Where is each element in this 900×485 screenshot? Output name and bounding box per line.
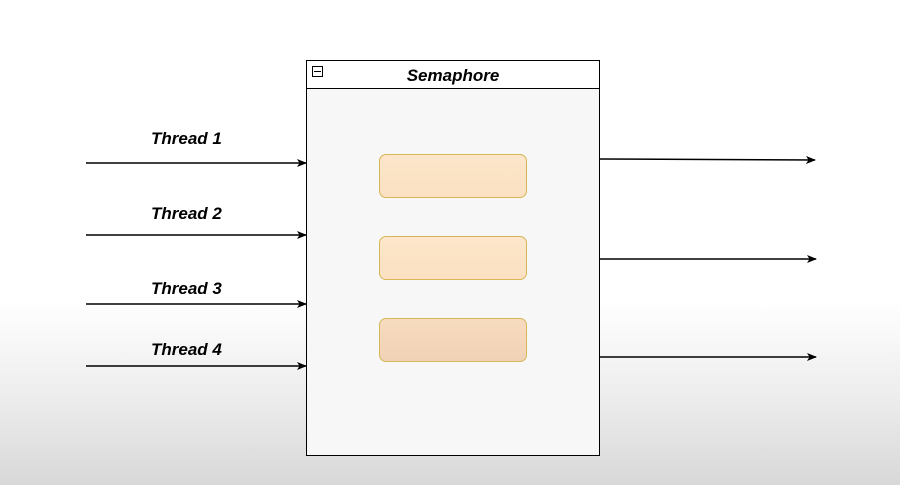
semaphore-container[interactable]: Semaphore <box>306 60 600 456</box>
semaphore-slot-3[interactable] <box>379 318 527 362</box>
thread-1-label: Thread 1 <box>151 129 222 148</box>
thread-4-label: Thread 4 <box>151 340 222 359</box>
thread-2-label: Thread 2 <box>151 204 222 223</box>
semaphore-slot-1[interactable] <box>379 154 527 198</box>
semaphore-slot-2[interactable] <box>379 236 527 280</box>
semaphore-title: Semaphore <box>406 66 500 85</box>
collapse-icon[interactable] <box>312 66 323 77</box>
thread-3-label: Thread 3 <box>151 279 222 298</box>
output-arrow-1 <box>599 155 816 164</box>
input-arrows <box>86 159 307 370</box>
semaphore-header[interactable]: Semaphore <box>307 61 599 89</box>
output-arrows <box>599 155 817 361</box>
